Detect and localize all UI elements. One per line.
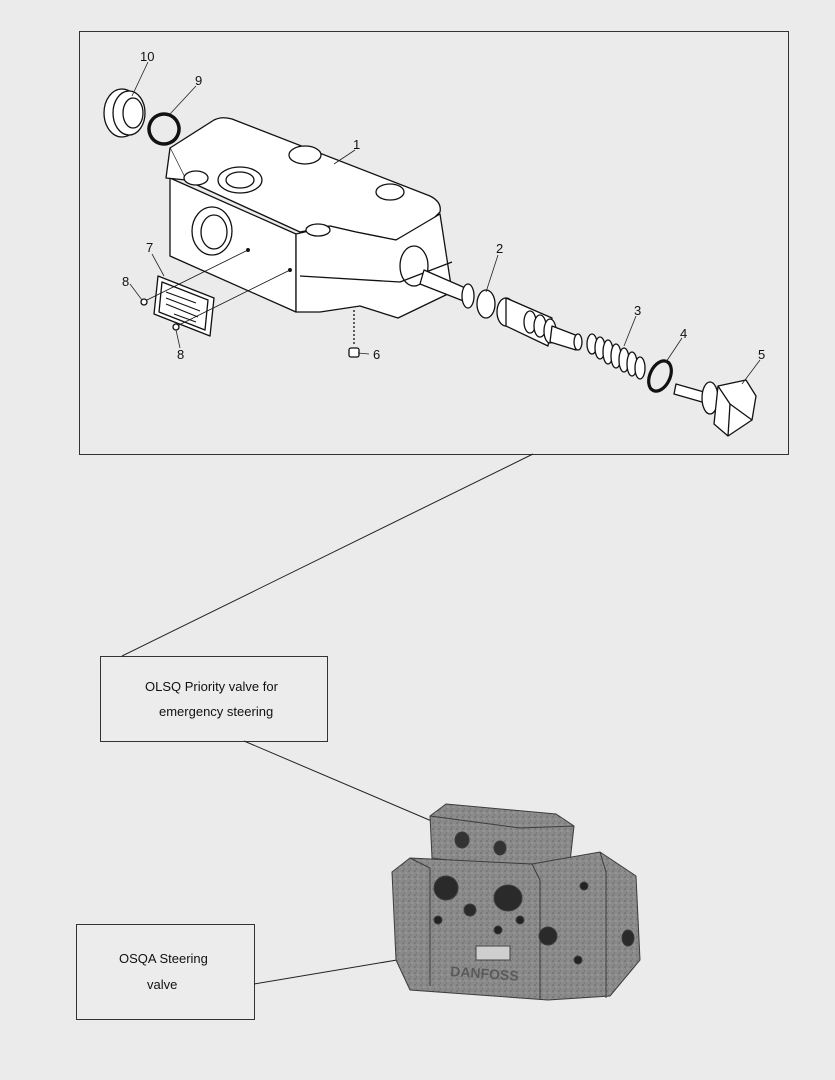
- photo-brand-text: DANFOSS: [450, 963, 519, 984]
- osqa-callout-box: OSQA Steering valve: [76, 924, 255, 1020]
- label-part-8b: 8: [177, 347, 184, 362]
- rivet-part-8b: [172, 323, 180, 331]
- valve-body-part-1: [165, 117, 453, 319]
- label-part-4: 4: [680, 326, 687, 341]
- olsq-callout-line1: OLSQ Priority valve for: [145, 679, 278, 694]
- name-plate-part-7: [153, 275, 215, 337]
- o-ring-part-9: [147, 112, 181, 146]
- label-part-1: 1: [353, 137, 360, 152]
- part-number-labels: 10 9 1 2 3 4 5 6 7 8 8: [122, 49, 765, 362]
- label-part-6: 6: [373, 347, 380, 362]
- plug-part-10: [103, 88, 146, 138]
- o-ring-part-4: [647, 359, 673, 393]
- spool-part-2: [419, 269, 583, 351]
- label-part-5: 5: [758, 347, 765, 362]
- spring-part-3: [586, 333, 646, 380]
- label-part-2: 2: [496, 241, 503, 256]
- osqa-callout-line2: valve: [147, 977, 178, 992]
- end-plug-part-5: [673, 379, 757, 437]
- screw-part-6: [348, 310, 360, 358]
- osqa-callout-line1: OSQA Steering: [119, 951, 208, 966]
- label-part-9: 9: [195, 73, 202, 88]
- steering-valve-photo: DANFOSS: [391, 803, 641, 1001]
- label-part-8a: 8: [122, 274, 129, 289]
- rivet-part-8a: [140, 298, 148, 306]
- exploded-view-frame: [79, 31, 789, 455]
- label-part-3: 3: [634, 303, 641, 318]
- olsq-callout-line2: emergency steering: [159, 704, 274, 719]
- olsq-callout-box: OLSQ Priority valve for emergency steeri…: [100, 656, 328, 742]
- leader-lines: [121, 453, 534, 985]
- label-part-7: 7: [146, 240, 153, 255]
- number-leaders: [129, 61, 761, 385]
- label-part-10: 10: [140, 49, 154, 64]
